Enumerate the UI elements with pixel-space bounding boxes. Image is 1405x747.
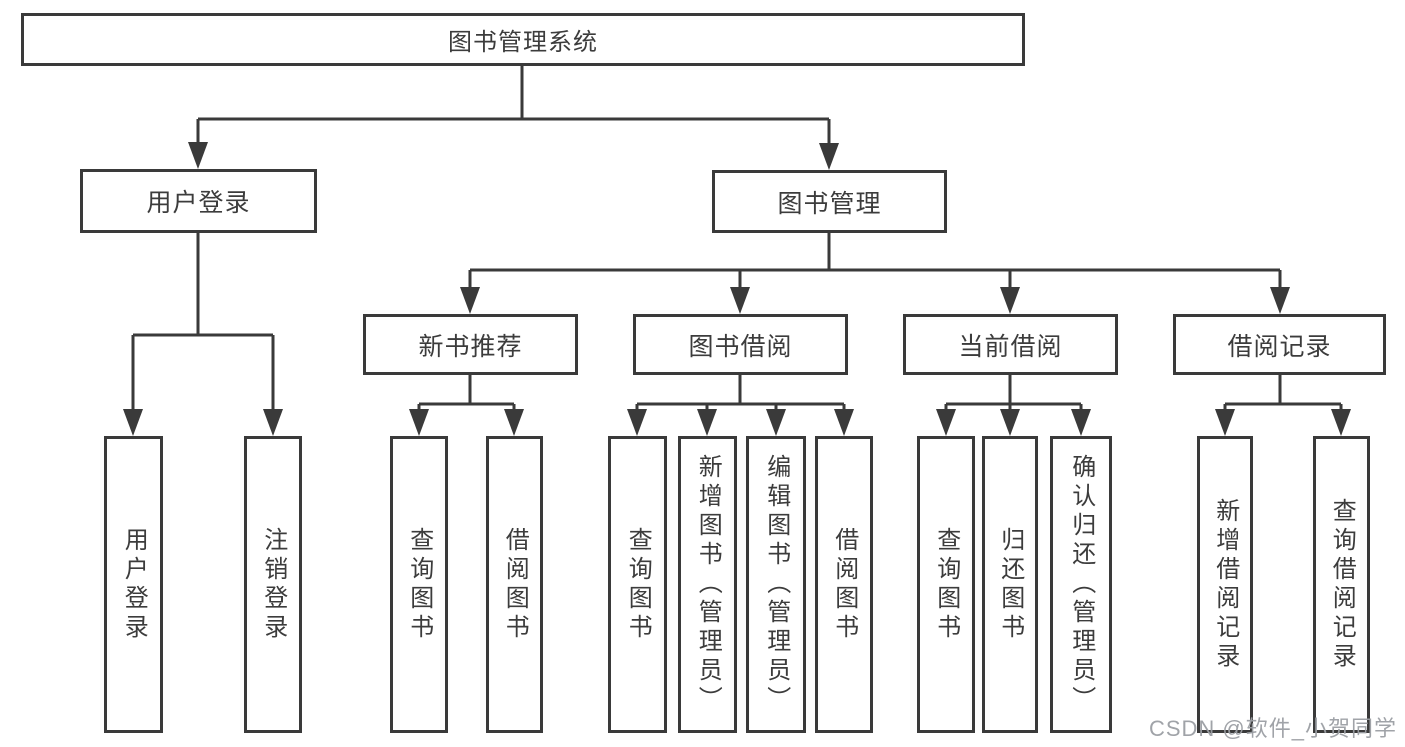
- node-label-leaf-return-books: 归还图书: [996, 526, 1024, 643]
- node-leaf-query-books-2: 查询图书: [608, 436, 667, 733]
- arrowhead-icon: [1000, 409, 1020, 436]
- node-leaf-return-books: 归还图书: [982, 436, 1038, 733]
- arrowhead-icon: [123, 409, 143, 436]
- node-label-leaf-add-books: 新增图书（管理员）: [694, 454, 722, 715]
- arrowhead-icon: [936, 409, 956, 436]
- arrowhead-icon: [766, 409, 786, 436]
- node-label-leaf-edit-books: 编辑图书（管理员）: [762, 454, 790, 715]
- node-label-leaf-query-books-3: 查询图书: [932, 526, 960, 643]
- node-leaf-user-login: 用户登录: [104, 436, 163, 733]
- node-label-book-borrowing: 图书借阅: [688, 332, 793, 361]
- node-label-book-management: 图书管理: [777, 189, 882, 218]
- arrowhead-icon: [1270, 287, 1290, 314]
- node-leaf-add-borrow-record: 新增借阅记录: [1197, 436, 1253, 733]
- node-leaf-edit-books: 编辑图书（管理员）: [746, 436, 806, 733]
- node-label-leaf-borrow-books-2: 借阅图书: [830, 526, 858, 643]
- node-leaf-query-books-3: 查询图书: [917, 436, 975, 733]
- arrowhead-icon: [460, 287, 480, 314]
- node-current-borrowing: 当前借阅: [903, 314, 1118, 375]
- watermark: CSDN @软件_小贺同学: [1148, 716, 1397, 741]
- arrowhead-icon: [627, 409, 647, 436]
- node-new-book-recommend: 新书推荐: [363, 314, 578, 375]
- node-label-user-login: 用户登录: [146, 189, 251, 217]
- arrowhead-icon: [263, 409, 283, 436]
- node-book-management: 图书管理: [712, 170, 947, 233]
- node-book-borrowing: 图书借阅: [633, 314, 848, 375]
- node-leaf-confirm-return: 确认归还（管理员）: [1050, 436, 1112, 733]
- node-leaf-add-books: 新增图书（管理员）: [678, 436, 737, 733]
- arrowhead-icon: [188, 142, 208, 169]
- arrowhead-icon: [1000, 287, 1020, 314]
- arrowhead-icon: [409, 409, 429, 436]
- arrowhead-icon: [697, 409, 717, 436]
- node-root: 图书管理系统: [21, 13, 1025, 66]
- arrowhead-icon: [504, 409, 524, 436]
- node-label-leaf-user-login: 用户登录: [120, 526, 148, 643]
- node-borrowing-records: 借阅记录: [1173, 314, 1386, 375]
- node-leaf-borrow-books-2: 借阅图书: [815, 436, 873, 733]
- node-leaf-borrow-books-1: 借阅图书: [486, 436, 543, 733]
- node-leaf-query-books-1: 查询图书: [390, 436, 448, 733]
- arrowhead-icon: [1331, 409, 1351, 436]
- node-label-leaf-logout: 注销登录: [259, 526, 287, 643]
- node-label-borrowing-records: 借阅记录: [1227, 332, 1332, 361]
- node-label-root: 图书管理系统: [448, 29, 598, 56]
- arrowhead-icon: [834, 409, 854, 436]
- node-leaf-query-borrow-record: 查询借阅记录: [1313, 436, 1370, 733]
- node-label-leaf-borrow-books-1: 借阅图书: [501, 526, 529, 643]
- node-label-leaf-query-borrow-record: 查询借阅记录: [1328, 497, 1356, 672]
- node-label-leaf-query-books-1: 查询图书: [405, 526, 433, 643]
- arrowhead-icon: [1215, 409, 1235, 436]
- arrowhead-icon: [1071, 409, 1091, 436]
- arrowhead-icon: [819, 143, 839, 170]
- node-label-leaf-add-borrow-record: 新增借阅记录: [1211, 497, 1239, 672]
- node-label-new-book-recommend: 新书推荐: [418, 332, 523, 361]
- node-label-current-borrowing: 当前借阅: [958, 332, 1063, 361]
- node-leaf-logout: 注销登录: [244, 436, 302, 733]
- node-label-leaf-query-books-2: 查询图书: [624, 526, 652, 643]
- node-label-leaf-confirm-return: 确认归还（管理员）: [1067, 454, 1095, 715]
- arrowhead-icon: [730, 287, 750, 314]
- node-user-login: 用户登录: [80, 169, 317, 233]
